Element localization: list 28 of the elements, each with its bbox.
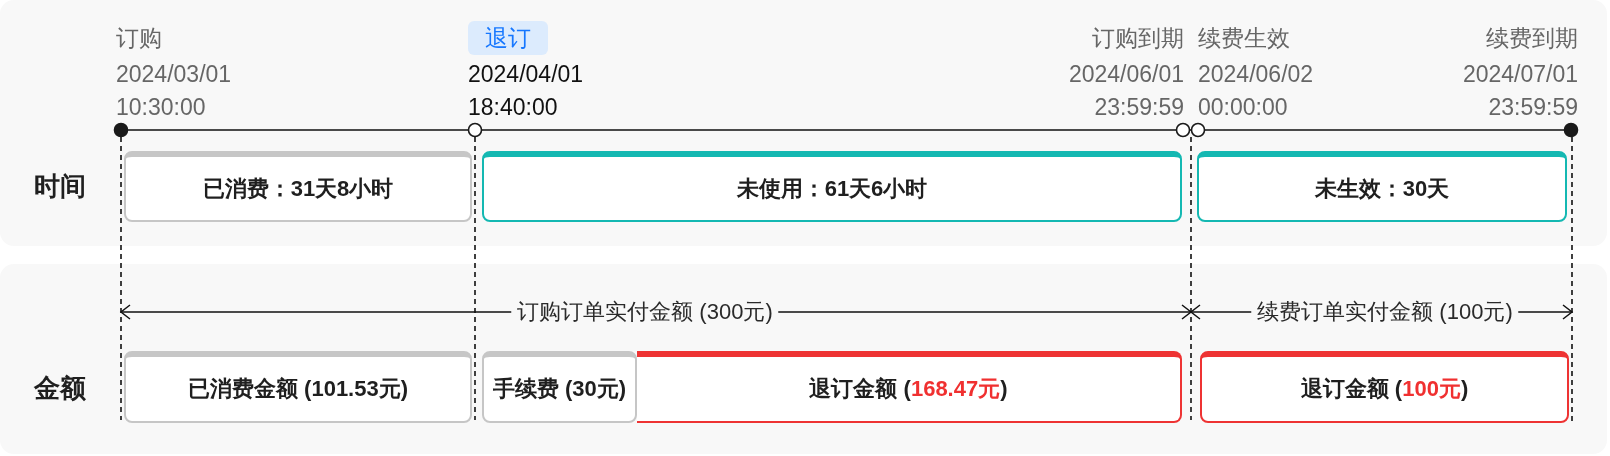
timestamp-text: 23:59:59: [1094, 94, 1184, 122]
row-label: 金额: [34, 373, 86, 405]
duration-box: 已消费：31天8小时: [124, 151, 472, 222]
timestamp-text: 2024/04/01: [468, 61, 584, 89]
timestamp-text: 2024/06/01: [1068, 61, 1184, 89]
event-tag: 退订: [468, 21, 548, 55]
dimension-label: 续费订单实付金额 (100元): [1251, 298, 1519, 326]
dimension-label: 订购订单实付金额 (300元): [511, 298, 779, 326]
amount-box: 已消费金额 (101.53元): [124, 351, 472, 423]
event-label: 订购: [116, 25, 162, 53]
row-label: 时间: [34, 171, 86, 203]
timestamp-text: 10:30:00: [116, 94, 206, 122]
timestamp-text: 2024/03/01: [116, 61, 232, 89]
event-label: 续费生效: [1198, 25, 1290, 53]
amount-box: 退订金额 (100元): [1200, 351, 1569, 423]
amount-box: 退订金额 (168.47元): [637, 351, 1182, 423]
panel: [0, 264, 1607, 454]
timestamp-text: 18:40:00: [468, 94, 558, 122]
timestamp-text: 2024/07/01: [1462, 61, 1578, 89]
timestamp-text: 23:59:59: [1488, 94, 1578, 122]
timestamp-text: 00:00:00: [1198, 94, 1288, 122]
event-label: 订购到期: [1092, 25, 1184, 53]
duration-box: 未使用：61天6小时: [482, 151, 1182, 222]
amount-box: 手续费 (30元): [482, 351, 637, 423]
event-label: 续费到期: [1486, 25, 1578, 53]
panel: [0, 0, 1607, 246]
duration-box: 未生效：30天: [1197, 151, 1567, 222]
timestamp-text: 2024/06/02: [1198, 61, 1314, 89]
